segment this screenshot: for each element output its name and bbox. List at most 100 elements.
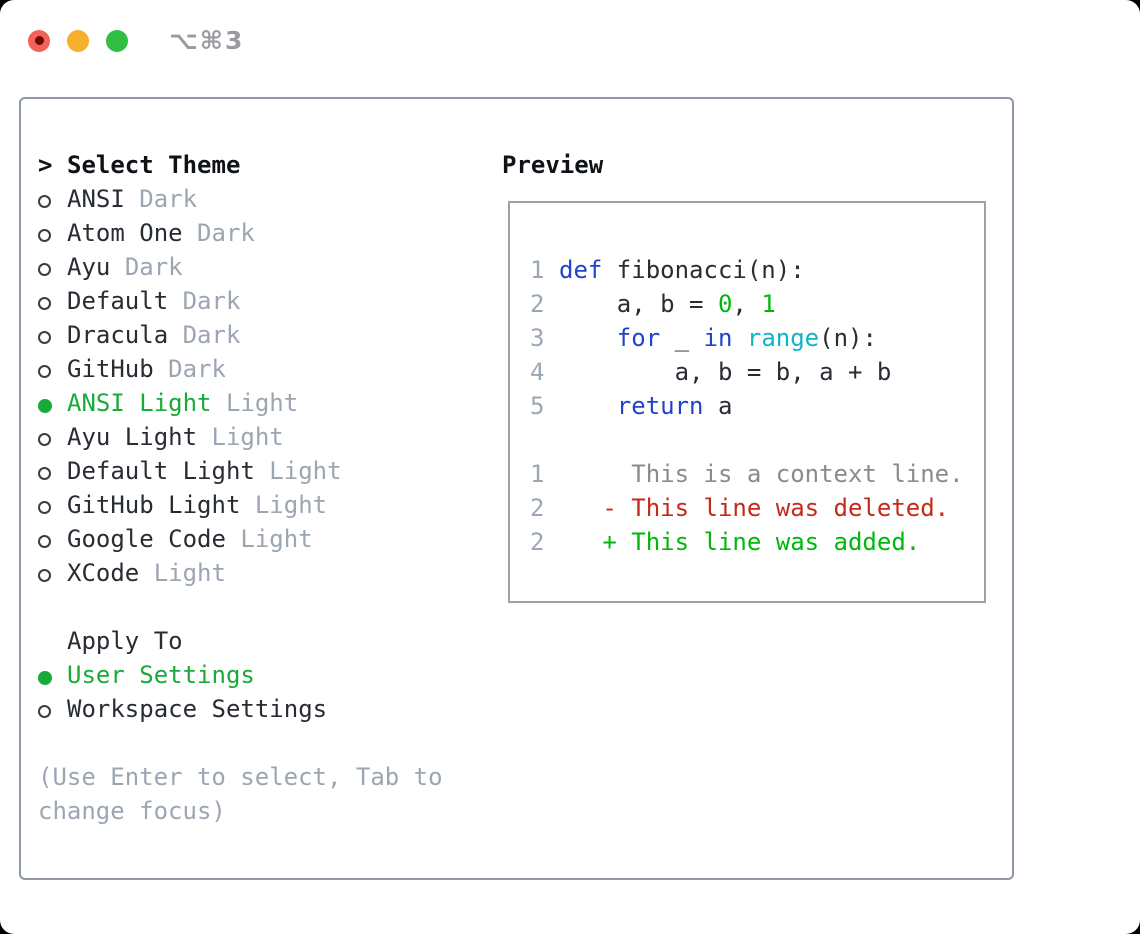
theme-option-xcode[interactable]: XCode Light xyxy=(38,556,443,590)
theme-option-ansi-light[interactable]: ANSI Light Light xyxy=(38,386,443,420)
select-theme-header: >Select Theme xyxy=(38,148,443,182)
theme-name: Atom One xyxy=(67,219,183,247)
radio-marker xyxy=(38,284,67,318)
theme-name: ANSI Light xyxy=(67,389,212,417)
theme-option-dracula[interactable]: Dracula Dark xyxy=(38,318,443,352)
code-line: 3 for _ in range(n): xyxy=(530,321,984,355)
theme-option-google-code[interactable]: Google Code Light xyxy=(38,522,443,556)
blank-line xyxy=(530,219,984,253)
theme-option-ansi[interactable]: ANSI Dark xyxy=(38,182,443,216)
theme-variant: Light xyxy=(254,491,328,519)
preview-label: Preview xyxy=(502,151,604,179)
theme-option-ayu-light[interactable]: Ayu Light Light xyxy=(38,420,443,454)
apply-option-user-settings[interactable]: User Settings xyxy=(38,658,443,692)
radio-marker xyxy=(38,454,67,488)
theme-name: Ayu Light xyxy=(67,423,198,451)
theme-variant: Light xyxy=(269,457,342,485)
select-theme-label: Select Theme xyxy=(67,151,241,179)
theme-name: Dracula xyxy=(67,321,169,349)
code-token: 0 xyxy=(717,290,733,318)
radio-icon xyxy=(38,705,51,718)
apply-option-workspace-settings[interactable]: Workspace Settings xyxy=(38,692,443,726)
radio-icon xyxy=(38,229,51,242)
theme-option-ayu[interactable]: Ayu Dark xyxy=(38,250,443,284)
theme-option-default[interactable]: Default Dark xyxy=(38,284,443,318)
theme-variant: Dark xyxy=(197,219,255,247)
unsaved-dot-icon xyxy=(34,36,44,45)
theme-name: Default Light xyxy=(67,457,255,485)
line-number: 3 xyxy=(530,324,545,352)
radio-marker xyxy=(38,522,67,556)
help-line: change focus) xyxy=(38,797,226,825)
radio-icon xyxy=(38,501,51,514)
radio-icon xyxy=(38,331,51,344)
code-token: def xyxy=(559,256,603,284)
radio-marker xyxy=(38,216,67,250)
radio-icon xyxy=(38,263,51,276)
radio-marker xyxy=(38,420,67,454)
theme-name: Google Code xyxy=(67,525,226,553)
code-line: 1 def fibonacci(n): xyxy=(530,253,984,287)
radio-marker xyxy=(38,488,67,522)
code-token: in xyxy=(703,324,733,352)
radio-icon xyxy=(38,569,51,582)
radio-icon xyxy=(38,297,51,310)
code-line: 5 return a xyxy=(530,389,984,423)
code-token xyxy=(559,392,617,420)
theme-option-atom-one[interactable]: Atom One Dark xyxy=(38,216,443,250)
code-token: This is a context line. xyxy=(559,460,964,488)
code-token: (n): xyxy=(819,324,877,352)
code-token: , xyxy=(732,290,762,318)
radio-marker xyxy=(38,386,67,420)
code-token: fibonacci(n): xyxy=(602,256,805,284)
context-line: 1 This is a context line. xyxy=(530,457,984,491)
theme-name: GitHub xyxy=(67,355,154,383)
code-token: + This line was added. xyxy=(559,528,921,556)
minimize-button[interactable] xyxy=(67,29,89,52)
theme-variant: Light xyxy=(240,525,313,553)
theme-option-github-light[interactable]: GitHub Light Light xyxy=(38,488,443,522)
radio-marker xyxy=(38,658,67,692)
zoom-button[interactable] xyxy=(106,29,128,52)
theme-variant: Light xyxy=(153,559,226,587)
radio-selected-icon xyxy=(38,671,52,685)
apply-option-label: Workspace Settings xyxy=(67,695,328,723)
radio-marker xyxy=(38,318,67,352)
theme-variant: Light xyxy=(225,389,299,417)
theme-option-github[interactable]: GitHub Dark xyxy=(38,352,443,386)
code-line: 4 a, b = b, a + b xyxy=(530,355,984,389)
code-token: 1 xyxy=(761,290,776,318)
line-number: 2 xyxy=(530,494,545,522)
theme-variant: Dark xyxy=(182,287,241,315)
theme-name: Ayu xyxy=(67,253,111,281)
theme-option-default-light[interactable]: Default Light Light xyxy=(38,454,443,488)
spacer xyxy=(38,590,443,624)
theme-name: XCode xyxy=(67,559,140,587)
radio-icon xyxy=(38,195,51,208)
code-line: 2 a, b = 0, 1 xyxy=(530,287,984,321)
deleted-line: 2 - This line was deleted. xyxy=(530,491,984,525)
theme-variant: Dark xyxy=(139,185,198,213)
spacer xyxy=(38,726,443,760)
preview-header: Preview xyxy=(502,148,603,182)
code-token: range xyxy=(746,324,820,352)
radio-icon xyxy=(38,467,51,480)
theme-name: ANSI xyxy=(67,185,125,213)
apply-option-label: User Settings xyxy=(67,661,255,689)
radio-selected-icon xyxy=(38,399,52,413)
close-button[interactable] xyxy=(28,29,50,52)
code-token: a xyxy=(703,392,733,420)
blank-line xyxy=(530,423,984,457)
code-token: _ xyxy=(660,324,704,352)
apply-to-header: Apply To xyxy=(38,624,443,658)
titlebar: ⌥⌘3 xyxy=(28,26,244,55)
theme-variant: Light xyxy=(211,423,284,451)
theme-variant: Dark xyxy=(182,321,241,349)
line-number: 1 xyxy=(530,256,545,284)
line-number: 2 xyxy=(530,528,545,556)
apply-to-label: Apply To xyxy=(67,627,183,655)
radio-icon xyxy=(38,433,51,446)
